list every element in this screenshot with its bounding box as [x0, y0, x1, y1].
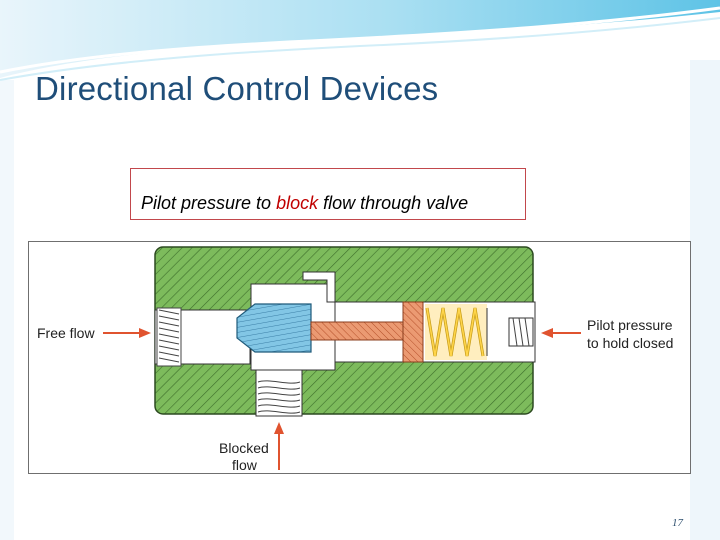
blocked-flow-arrow	[274, 422, 284, 470]
caption-suffix: flow through valve	[318, 193, 469, 213]
slide-number: 17	[672, 517, 683, 529]
caption-prefix: Pilot pressure to	[141, 193, 277, 213]
blocked-flow-port	[255, 363, 303, 417]
piston-rod	[310, 321, 418, 341]
slide-title: Directional Control Devices	[35, 70, 439, 107]
caption-box: Pilot pressure to block flow through val…	[130, 168, 526, 220]
pilot-arrow	[541, 328, 581, 338]
poppet	[236, 303, 312, 353]
valve-diagram: Free flow Pilot pressure to hold closed …	[28, 241, 691, 474]
label-blocked: Blocked	[219, 440, 269, 456]
free-flow-arrow	[103, 328, 151, 338]
label-flow: flow	[232, 457, 258, 473]
right-port-threads	[512, 317, 530, 347]
slide-background-right	[690, 60, 720, 540]
caption-text: Pilot pressure to block flow through val…	[141, 193, 468, 214]
valve-diagram-svg: Free flow Pilot pressure to hold closed …	[37, 246, 673, 473]
slide-background-left	[0, 80, 14, 540]
label-free-flow: Free flow	[37, 325, 95, 341]
caption-highlight: block	[276, 193, 319, 213]
label-pilot-pressure: Pilot pressure	[587, 317, 673, 333]
label-hold-closed: to hold closed	[587, 335, 673, 351]
spring	[425, 304, 488, 360]
header-banner	[0, 0, 720, 81]
left-port-threads	[156, 307, 182, 367]
piston-head	[402, 301, 424, 363]
pilot-passage	[302, 271, 336, 303]
bottom-port-threads	[257, 380, 301, 414]
